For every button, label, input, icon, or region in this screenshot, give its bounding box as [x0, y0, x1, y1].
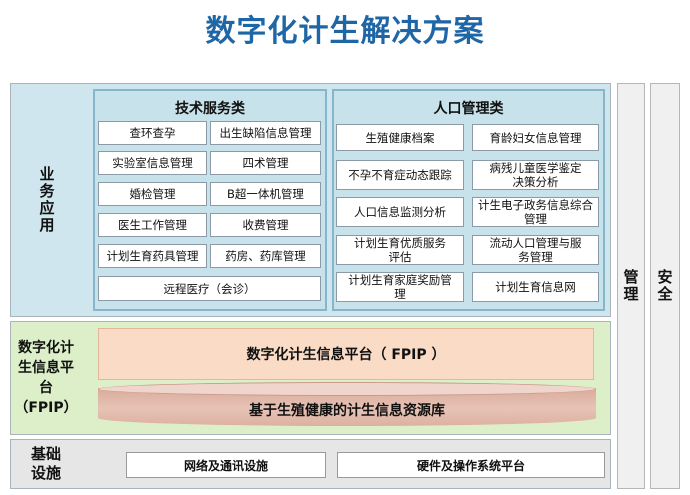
infra-item-hardware-os: 硬件及操作系统平台	[337, 452, 605, 478]
infra-layer-label: 基础设施	[30, 445, 61, 482]
tech-item-pharmacy: 药房、药库管理	[210, 244, 321, 268]
pop-item-reproductive-health-record: 生殖健康档案	[336, 124, 464, 151]
tech-item-lab-info: 实验室信息管理	[98, 151, 207, 175]
tech-services-title: 技术服务类	[175, 101, 245, 117]
pop-item-childbearing-women: 育龄妇女信息管理	[472, 124, 599, 151]
pop-item-infertility-tracking: 不孕不育症动态跟踪	[336, 160, 464, 190]
business-layer-label: 业务应用	[10, 83, 82, 317]
pop-item-info-network: 计划生育信息网	[472, 272, 599, 302]
tech-item-contraceptives: 计划生育药具管理	[98, 244, 207, 268]
tech-item-b-ultrasound: B超一体机管理	[210, 182, 321, 206]
tech-item-marriage-check: 婚检管理	[98, 182, 207, 206]
tech-item-charges: 收费管理	[210, 213, 321, 237]
tech-item-telemedicine: 远程医疗（会诊）	[98, 276, 321, 301]
business-layer-label-text: 业务应用	[37, 166, 56, 234]
pop-item-disabled-children: 病残儿童医学鉴定决策分析	[472, 160, 599, 190]
tech-item-birth-defect: 出生缺陷信息管理	[210, 121, 321, 145]
page-title: 数字化计生解决方案	[205, 14, 485, 49]
fpip-platform-box: 数字化计生信息平台（ FPIP ）	[98, 328, 594, 380]
security-column: 安全	[650, 83, 680, 489]
pop-item-family-rewards: 计划生育家庭奖励管理	[336, 272, 464, 302]
pop-item-service-evaluation: 计划生育优质服务评估	[336, 235, 464, 265]
pop-item-population-monitoring: 人口信息监测分析	[336, 197, 464, 227]
resource-database-top	[98, 382, 596, 396]
tech-item-doctor-work: 医生工作管理	[98, 213, 207, 237]
tech-item-four-surgeries: 四术管理	[210, 151, 321, 175]
infra-item-network: 网络及通讯设施	[126, 452, 326, 478]
platform-layer-label: 数字化计生信息平台（FPIP）	[14, 340, 78, 416]
tech-item-ring-pregnancy-check: 查环查孕	[98, 121, 207, 145]
pop-item-e-government: 计生电子政务信息综合管理	[472, 197, 599, 227]
management-label: 管理	[621, 269, 640, 303]
management-column: 管理	[617, 83, 645, 489]
pop-item-floating-population: 流动人口管理与服务管理	[472, 235, 599, 265]
population-mgmt-title: 人口管理类	[433, 101, 504, 117]
security-label: 安全	[655, 269, 674, 303]
